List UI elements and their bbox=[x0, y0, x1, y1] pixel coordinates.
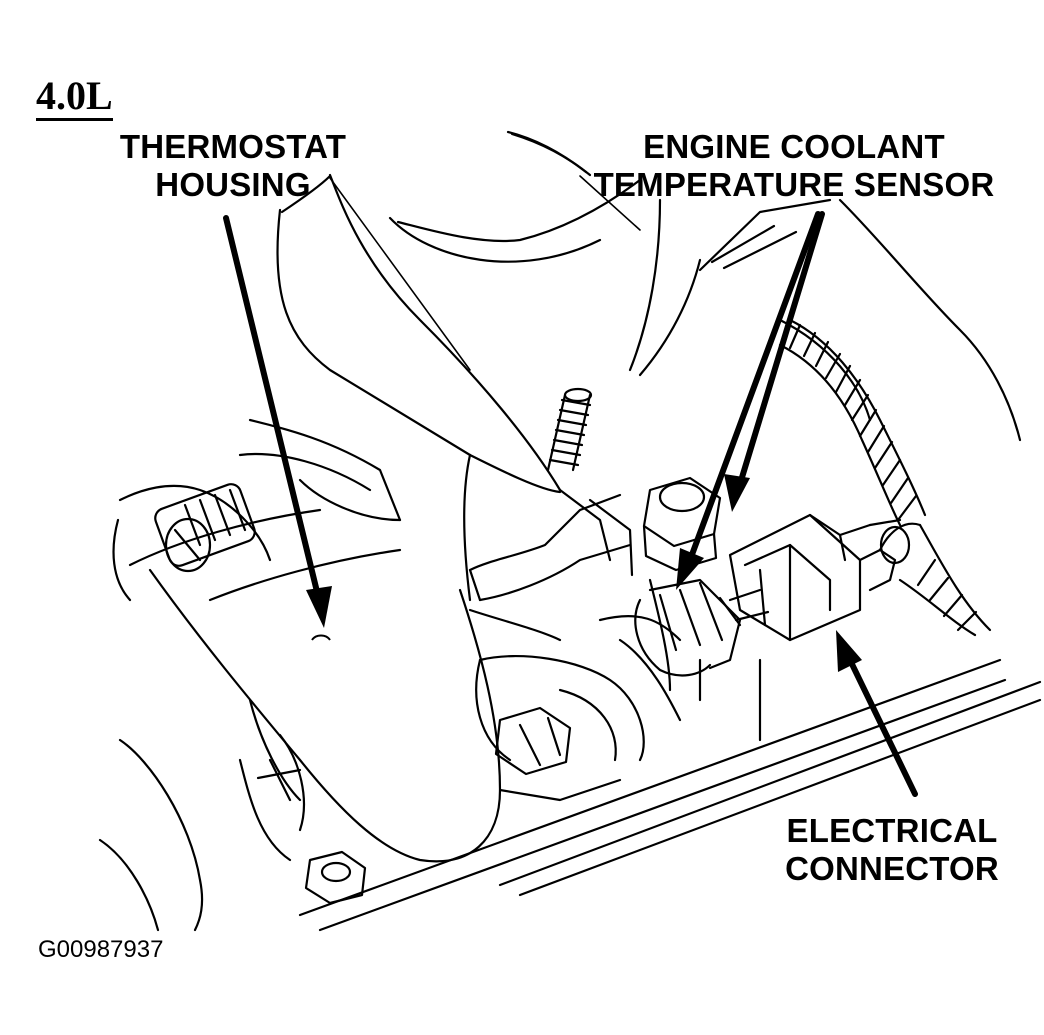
mounting-bracket bbox=[468, 488, 634, 642]
thermostat-label-line-2: HOUSING bbox=[155, 166, 311, 203]
sensor-label-line-1: ENGINE COOLANT bbox=[643, 128, 945, 165]
engine-size-heading: 4.0L bbox=[36, 74, 113, 121]
pulley bbox=[98, 698, 306, 932]
sensor-arrow-head-2 bbox=[724, 474, 750, 512]
pointer-mark bbox=[311, 634, 331, 641]
hex-bolt-bottom-left bbox=[304, 850, 367, 905]
connector-label-line-1: ELECTRICAL bbox=[786, 812, 998, 849]
lower-housing bbox=[475, 578, 682, 802]
engine-block-outline bbox=[388, 130, 1022, 442]
figure-id: G00987937 bbox=[38, 936, 164, 963]
hex-bolt-upper bbox=[642, 476, 722, 572]
electrical-connector bbox=[728, 513, 922, 642]
frame-rail bbox=[298, 658, 1042, 932]
connector-arrow-shaft bbox=[847, 657, 918, 797]
thermostat-arrow-head bbox=[306, 586, 332, 628]
stud-bolt bbox=[546, 387, 593, 472]
connector-arrow-head bbox=[836, 630, 862, 672]
callout-thin-lines bbox=[329, 175, 641, 371]
sensor-arrow-shaft-1 bbox=[687, 211, 821, 563]
thermostat-label-line-1: THERMOSTAT bbox=[119, 128, 347, 165]
connector-label-line-2: CONNECTOR bbox=[785, 850, 999, 887]
coolant-sensor-label: ENGINE COOLANT TEMPERATURE SENSOR bbox=[574, 128, 1014, 204]
coolant-temperature-sensor bbox=[634, 578, 770, 677]
thermostat-arrow-shaft bbox=[223, 215, 323, 607]
hex-bolt-lower bbox=[494, 706, 572, 776]
hose-clamp bbox=[112, 483, 272, 602]
sensor-arrow-shaft-2 bbox=[737, 211, 825, 487]
sensor-arrow-head-1 bbox=[676, 548, 704, 590]
thermostat-housing-label: THERMOSTAT HOUSING bbox=[108, 128, 358, 204]
thermostat-housing-body bbox=[128, 173, 562, 863]
electrical-connector-label: ELECTRICAL CONNECTOR bbox=[772, 812, 1012, 888]
wire-harness bbox=[778, 318, 992, 637]
sensor-label-line-2: TEMPERATURE SENSOR bbox=[593, 166, 995, 203]
